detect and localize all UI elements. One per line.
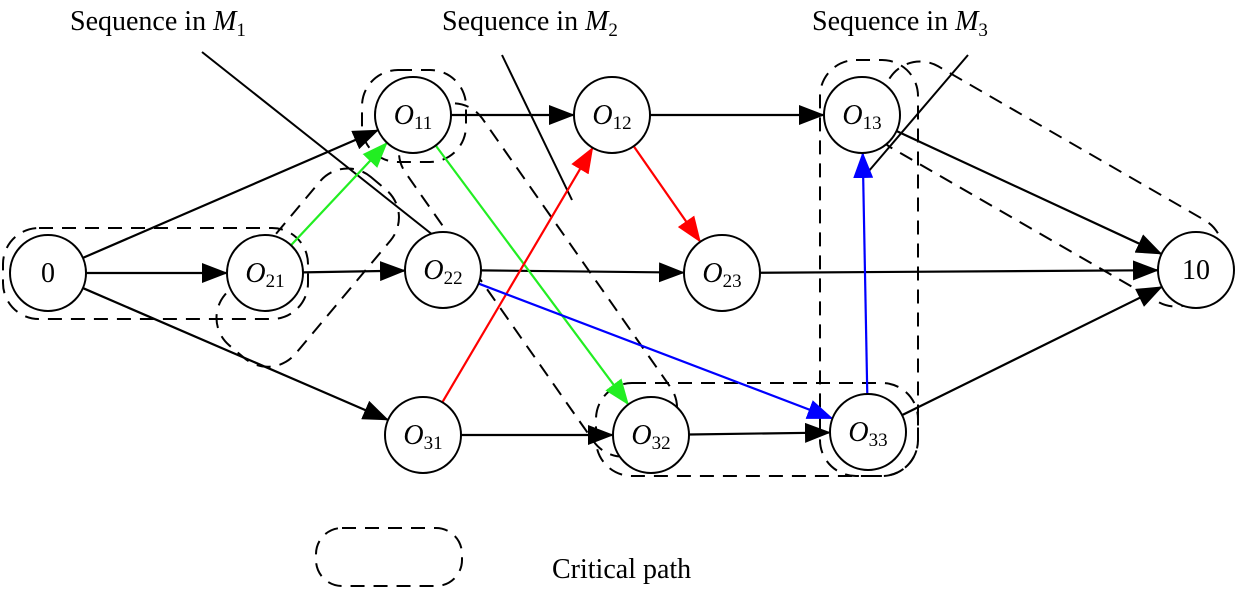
- node-label-n10: 10: [1182, 255, 1210, 286]
- node-circle-n0: [9, 234, 87, 312]
- node-circle-o23: [683, 234, 761, 312]
- node-circle-o22: [404, 231, 482, 309]
- edge-o31-to-o12: [441, 146, 594, 403]
- node-circle-o32: [612, 396, 690, 474]
- leader-m3: [867, 54, 969, 173]
- legend-critical-path-label: Critical path: [552, 554, 691, 585]
- node-o33: O33: [829, 393, 907, 471]
- node-o11: O11: [374, 76, 452, 154]
- edge-o21-to-o11: [290, 142, 388, 247]
- edge-o33-to-n10: [901, 286, 1163, 417]
- edge-o13-to-n10: [896, 129, 1163, 255]
- edge-o32-to-o33: [688, 422, 832, 443]
- edges: [82, 105, 1163, 445]
- node-label-o12: O12: [592, 100, 631, 134]
- edge-o11-to-o32: [434, 144, 629, 406]
- node-o31: O31: [384, 396, 462, 474]
- node-label-o21: O21: [245, 258, 284, 292]
- node-circle-n10: [1157, 231, 1235, 309]
- node-o13: O13: [823, 76, 901, 154]
- node-label-o11: O11: [394, 100, 433, 134]
- annotation-leaders: [201, 51, 969, 244]
- edge-o23-to-n10: [759, 260, 1160, 281]
- node-label-o23: O23: [702, 258, 741, 292]
- node-circle-o12: [573, 76, 651, 154]
- edge-n0-to-o31: [82, 287, 390, 421]
- node-label-o31: O31: [403, 420, 442, 454]
- node-label-n0: 0: [41, 258, 55, 289]
- annotation-m2: Sequence in M2: [442, 6, 618, 41]
- legend-critical-path-swatch: [315, 527, 463, 587]
- node-circle-o33: [829, 393, 907, 471]
- node-circle-o31: [384, 396, 462, 474]
- critical-path-box-m1: [215, 167, 400, 368]
- node-circle-o21: [226, 234, 304, 312]
- node-label-o22: O22: [423, 255, 462, 289]
- edge-n0-to-o11: [82, 129, 380, 259]
- node-label-o13: O13: [842, 100, 881, 134]
- node-o12: O12: [573, 76, 651, 154]
- edge-o12-to-o23: [632, 145, 701, 243]
- edge-o21-to-o22: [302, 261, 407, 282]
- node-circle-o11: [374, 76, 452, 154]
- legend: Critical path: [315, 527, 691, 587]
- node-n10: 10: [1157, 231, 1235, 309]
- annotation-m3: Sequence in M3: [812, 6, 988, 41]
- edge-o33-to-o13: [853, 151, 874, 395]
- node-label-o33: O33: [848, 417, 887, 451]
- critical-path-box-source: [2, 227, 309, 320]
- node-circle-o13: [823, 76, 901, 154]
- leader-m2: [501, 54, 573, 201]
- node-o21: O21: [226, 234, 304, 312]
- edge-o22-to-o23: [480, 262, 686, 283]
- node-o22: O22: [404, 231, 482, 309]
- node-o23: O23: [683, 234, 761, 312]
- node-n0: 0: [9, 234, 87, 312]
- edge-o22-to-o33: [478, 282, 834, 420]
- node-label-o32: O32: [631, 420, 670, 454]
- annotation-m1: Sequence in M1: [70, 6, 246, 41]
- node-o32: O32: [612, 396, 690, 474]
- leader-m1: [201, 51, 444, 244]
